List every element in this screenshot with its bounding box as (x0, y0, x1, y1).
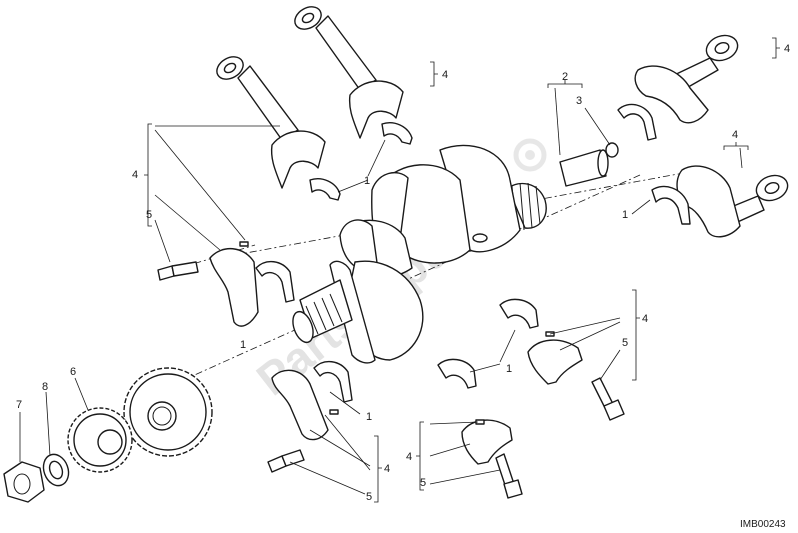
connecting-rod-4 (676, 165, 789, 238)
connecting-rod-2 (294, 6, 404, 139)
callout-3: 3 (576, 95, 582, 107)
callout-7: 7 (16, 399, 22, 411)
connecting-rod-1 (216, 56, 326, 189)
callout-5: 5 (366, 491, 372, 503)
rod-bolts (157, 261, 625, 499)
nut (3, 461, 45, 503)
rod-caps (209, 248, 583, 465)
connecting-rod-3 (634, 34, 739, 124)
callout-4: 4 (406, 451, 412, 463)
callout-5: 5 (420, 477, 426, 489)
callout-4: 4 (732, 129, 738, 141)
leader-lines (19, 87, 743, 495)
bolt-axis-line (179, 244, 256, 269)
timing-gear (123, 367, 213, 457)
callout-4: 4 (132, 169, 138, 181)
callout-5: 5 (146, 209, 152, 221)
callout-1: 1 (366, 411, 372, 423)
callout-1: 1 (364, 175, 370, 187)
washer (42, 453, 70, 487)
callout-1: 1 (622, 209, 628, 221)
callout-1: 1 (240, 339, 246, 351)
callout-4: 4 (642, 313, 648, 325)
callout-6: 6 (70, 366, 76, 378)
crankshaft (292, 144, 609, 364)
callout-4: 4 (784, 43, 790, 55)
brackets (144, 37, 780, 503)
pump-gear (67, 407, 133, 473)
callout-2: 2 (562, 71, 568, 83)
callout-4: 4 (442, 69, 448, 81)
callout-4: 4 (384, 463, 390, 475)
dowel-pins (239, 142, 619, 425)
watermark-gear-icon (513, 138, 547, 172)
callout-1: 1 (506, 363, 512, 375)
callouts: 4 5 4 4 2 3 4 1 1 4 5 1 1 4 5 4 5 7 8 6 … (16, 43, 790, 503)
callout-5: 5 (622, 337, 628, 349)
callout-8: 8 (42, 381, 48, 393)
diagram-code: IMB00243 (740, 519, 786, 530)
